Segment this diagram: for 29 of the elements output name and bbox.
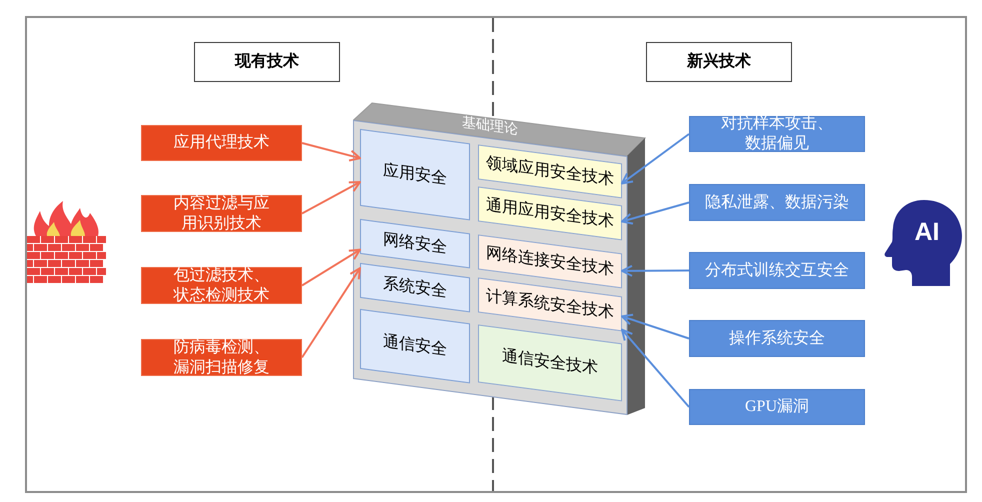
arrow — [621, 314, 690, 340]
arrow — [302, 181, 361, 214]
arrow — [302, 142, 361, 162]
arrow — [301, 248, 361, 286]
risk-box: 分布式训练交互安全 — [689, 252, 865, 289]
technique-box: 应用代理技术 — [141, 125, 302, 161]
arrow — [621, 133, 690, 184]
heading-box: 新兴技术 — [646, 42, 792, 82]
heading-box: 现有技术 — [194, 42, 340, 82]
arrow — [621, 328, 690, 408]
security-domain-box: 网络安全 — [360, 218, 470, 268]
risk-box: 操作系统安全 — [689, 320, 865, 357]
technique-box: 防病毒检测、漏洞扫描修复 — [141, 339, 302, 376]
security-domain-box: 系统安全 — [360, 262, 470, 312]
head-silhouette: AI — [884, 198, 964, 286]
risk-box: 隐私泄露、数据污染 — [689, 184, 865, 221]
security-technique-box: 通用应用安全技术 — [478, 186, 622, 240]
risk-box: GPU漏洞 — [689, 389, 865, 425]
technique-box: 包过滤技术、状态检测技术 — [141, 267, 302, 304]
security-technique-box: 网络连接安全技术 — [478, 234, 622, 288]
arrow — [621, 202, 690, 225]
technique-box: 内容过滤与应用识别技术 — [141, 195, 302, 232]
security-technique-box: 通信安全技术 — [478, 324, 622, 402]
risk-box: 对抗样本攻击、数据偏见 — [689, 116, 865, 152]
security-domain-box: 应用安全 — [360, 128, 470, 220]
security-technique-box: 计算系统安全技术 — [478, 277, 622, 332]
security-domain-box: 通信安全 — [360, 308, 470, 384]
arrow — [301, 267, 361, 358]
arrow — [621, 264, 689, 277]
